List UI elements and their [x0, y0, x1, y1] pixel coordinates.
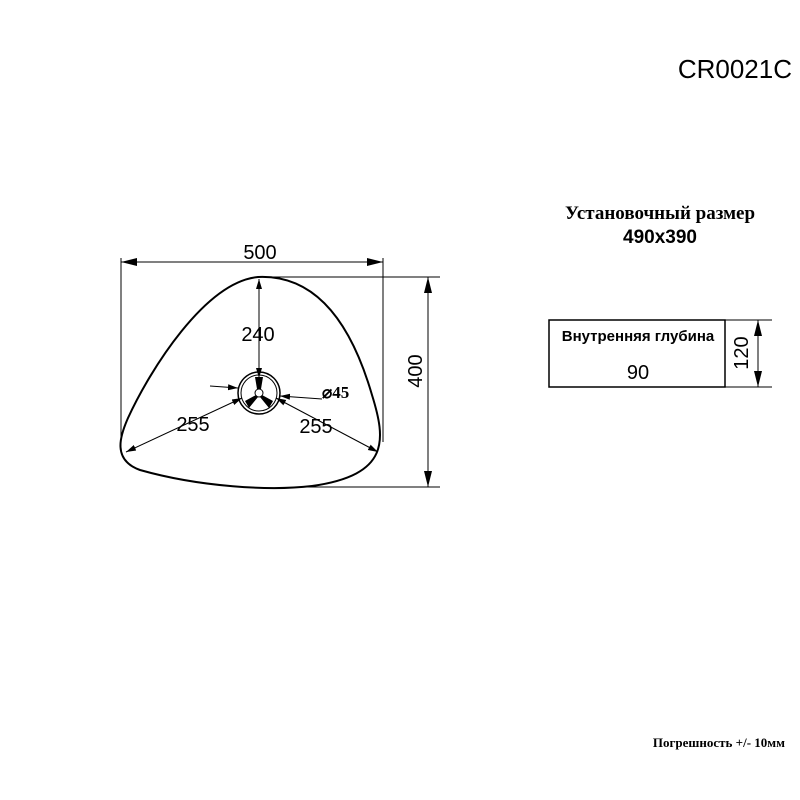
inner-depth-value: 90 [627, 362, 649, 384]
tolerance-note: Погрешность +/- 10мм [653, 735, 785, 750]
total-depth-label: 120 [731, 336, 753, 369]
drain-diameter-leader-right [279, 393, 323, 400]
height-dimension-label: 400 [405, 354, 427, 387]
installation-title: Установочный размер [565, 203, 755, 224]
right-diagonal-label: 255 [299, 416, 332, 438]
sink-outline [119, 275, 381, 489]
depth-label: Внутренняя глубина [562, 328, 715, 345]
drain-symbol [237, 371, 281, 415]
left-diagonal-dimension-line [125, 397, 243, 453]
left-diagonal-label: 255 [176, 414, 209, 436]
drain-diameter-leader-left [209, 384, 239, 391]
drain-offset-label: 240 [241, 324, 274, 346]
installation-value: 490x390 [623, 227, 697, 248]
depth-box [548, 319, 726, 388]
right-diagonal-dimension-line [275, 397, 379, 453]
drain-diameter-label: ⌀45 [322, 383, 349, 402]
model-code: CR0021C [678, 54, 792, 84]
width-dimension-label: 500 [243, 242, 276, 264]
